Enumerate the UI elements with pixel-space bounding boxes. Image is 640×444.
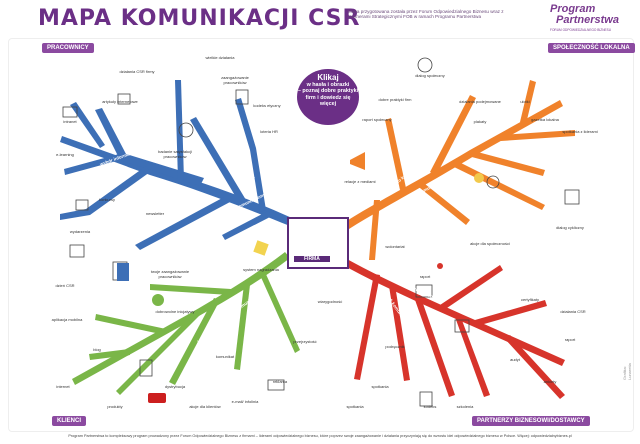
footer-text: Program Partnerstwa to kompleksowy progr…: [68, 434, 572, 438]
book-icon[interactable]: [235, 89, 249, 105]
orange-branch[interactable]: [345, 80, 575, 260]
logo-line2: Partnerstwa: [556, 14, 619, 26]
quadrant-klienci[interactable]: KLIENCI: [52, 416, 86, 426]
item-green-1[interactable]: aplikacja mobilna: [51, 317, 83, 322]
yellow-note-icon[interactable]: [253, 240, 269, 256]
item-blue-1[interactable]: działania CSR firmy: [119, 69, 155, 74]
item-blue-17[interactable]: loteria HR: [260, 129, 278, 134]
item-green-2[interactable]: blog: [93, 347, 101, 352]
red-dot-icon[interactable]: [437, 263, 443, 269]
item-orange-2[interactable]: dobre praktyki firm: [378, 97, 412, 102]
person-icon[interactable]: [486, 175, 500, 189]
certificate-icon[interactable]: [454, 319, 470, 333]
click-callout: Klikaj w hasła i obrazki – poznaj dobre …: [297, 69, 359, 125]
item-blue-3[interactable]: intranet: [63, 119, 77, 124]
map-frame: [8, 38, 634, 432]
item-blue-21[interactable]: system nagradzania: [243, 267, 279, 272]
item-red-2[interactable]: kodeks: [423, 404, 437, 409]
item-green-13[interactable]: komunikat: [215, 354, 235, 359]
green-branch[interactable]: [72, 252, 300, 395]
item-green-14[interactable]: przejrzystość: [293, 339, 317, 344]
item-orange-5[interactable]: plakaty: [473, 119, 487, 124]
quadrant-pracownicy[interactable]: PRACOWNICY: [42, 43, 94, 53]
item-red-1[interactable]: spotkania: [371, 384, 389, 389]
item-orange-14[interactable]: relacje z mediami: [344, 179, 376, 184]
item-orange-1[interactable]: dialog społeczny: [415, 73, 445, 78]
item-blue-6[interactable]: konkursy: [98, 197, 115, 202]
item-orange-9[interactable]: akcje dla społeczności: [470, 241, 510, 246]
blue-book-icon[interactable]: [117, 263, 129, 281]
newspaper-icon[interactable]: [117, 93, 131, 105]
megaphone-icon[interactable]: [350, 152, 365, 170]
item-red-4[interactable]: ankiety: [543, 379, 557, 384]
computer-icon[interactable]: [62, 106, 78, 118]
item-red-6[interactable]: podręcznik: [385, 344, 405, 349]
item-orange-4[interactable]: ulotki: [520, 99, 530, 104]
item-green-12[interactable]: dobrowolne inicjatywy: [155, 309, 195, 314]
callout-line3: – poznaj dobre praktyki firm i dowiedz s…: [297, 88, 359, 108]
item-blue-9[interactable]: dzień CSR: [55, 283, 75, 288]
item-orange-7[interactable]: spotkania z liderami: [562, 129, 598, 134]
program-partnerstwa-logo[interactable]: Program Partnerstwa FORUM ODPOWIEDZIALNE…: [550, 3, 634, 33]
bulb-icon[interactable]: [474, 173, 484, 183]
callout-line1: Klikaj: [317, 73, 339, 82]
item-red-5[interactable]: raport: [564, 337, 576, 342]
item-orange-11[interactable]: raport: [419, 274, 431, 279]
phone-icon[interactable]: [139, 359, 153, 377]
item-orange-13[interactable]: raport społeczny: [362, 117, 392, 122]
item-green-7[interactable]: akcje dla klientów: [189, 404, 221, 409]
item-green-9[interactable]: reklama: [272, 379, 288, 384]
item-red-10[interactable]: spotkania: [346, 404, 364, 409]
item-red-9[interactable]: certyfikaty: [520, 297, 539, 302]
newspaper-icon-2[interactable]: [267, 379, 285, 391]
people-icon[interactable]: [417, 57, 433, 73]
face-icon[interactable]: [178, 122, 194, 138]
center-company-label[interactable]: FIRMA: [294, 256, 330, 262]
item-orange-3[interactable]: działania podejmowane: [459, 99, 501, 104]
item-green-4[interactable]: produkty: [107, 404, 123, 409]
item-blue-5[interactable]: newsletter: [145, 211, 165, 216]
blue-branch[interactable]: [60, 80, 292, 250]
item-blue-13[interactable]: wielkie działania: [205, 55, 235, 60]
item-orange-6[interactable]: gazetka lokalna: [531, 117, 559, 122]
red-branch[interactable]: [341, 258, 565, 399]
item-blue-7[interactable]: wydarzenia: [69, 229, 91, 234]
logo-line1: Program: [550, 3, 596, 15]
item-blue-14[interactable]: zaangażowanie pracowników: [221, 75, 249, 85]
cake-icon[interactable]: [75, 199, 89, 211]
laptop-icon[interactable]: [415, 284, 433, 298]
item-green-15[interactable]: wiarygodność: [317, 299, 343, 304]
youtube-icon[interactable]: [148, 393, 166, 403]
item-blue-4[interactable]: e-learning: [56, 152, 74, 157]
item-blue-12[interactable]: kodeks etyczny: [253, 103, 281, 108]
item-orange-10[interactable]: wolontariat: [385, 244, 405, 249]
quadrant-partnerzy[interactable]: PARTNERZY BIZNESOWI/DOSTAWCY: [472, 416, 590, 426]
item-red-7[interactable]: działania CSR: [560, 309, 586, 314]
intro-text: Mapa przygotowana została przez Forum Od…: [348, 9, 504, 20]
quadrant-spolecznosc[interactable]: SPOŁECZNOŚĆ LOKALNA: [548, 43, 635, 53]
credit-text: Grafika: Lunaretta: [622, 363, 632, 380]
calendar-icon[interactable]: [69, 244, 85, 258]
book-icon-2[interactable]: [419, 391, 433, 407]
page-title: MAPA KOMUNIKACJI CSR: [38, 6, 361, 31]
item-green-3[interactable]: internet: [56, 384, 70, 389]
item-red-8[interactable]: audyt: [510, 357, 520, 362]
item-green-8[interactable]: e-mail/ infolinia: [231, 399, 259, 404]
item-orange-8[interactable]: dialog cykliczny: [556, 225, 584, 230]
calendar-icon-2[interactable]: [564, 189, 580, 205]
callout-line2: w hasła i obrazki: [306, 81, 350, 88]
item-blue-11[interactable]: badanie satysfakcji pracowników: [158, 149, 192, 159]
green-drop-icon[interactable]: [152, 294, 164, 306]
item-red-3[interactable]: szkolenia: [456, 404, 474, 409]
item-green-6[interactable]: dystrybucja: [164, 384, 186, 389]
item-blue-19[interactable]: twoje zaangażowanie pracowników: [150, 269, 190, 279]
logo-line3: FORUM ODPOWIEDZIALNEGO BIZNESU: [550, 28, 612, 32]
item-blue-2[interactable]: artykuły internetowe: [102, 99, 138, 104]
